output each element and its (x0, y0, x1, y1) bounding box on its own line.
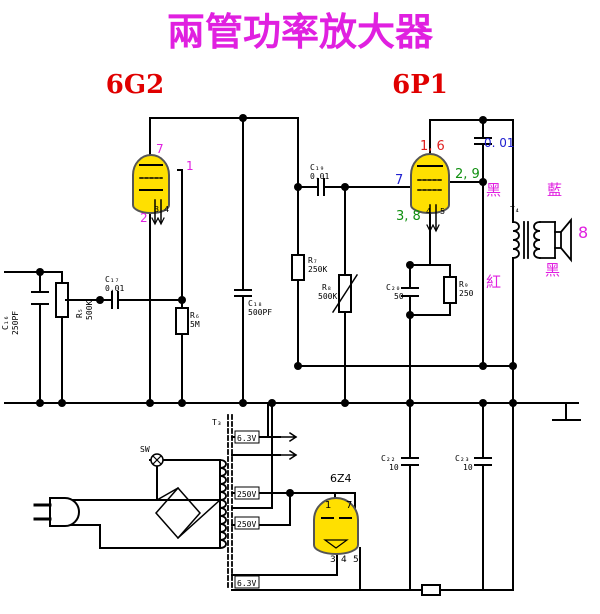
speaker-impedance: 8 (578, 223, 588, 242)
c20-value: 50 (394, 292, 404, 301)
c16-value: 250PF (11, 311, 20, 335)
wire-red: 紅 (486, 273, 501, 291)
pwr-pin-grid: 7 (395, 173, 403, 188)
rect-pin-1: 1 (325, 500, 331, 511)
v63-top-label: 6.3V (237, 434, 256, 443)
output-transformer (512, 217, 572, 263)
v250-a-box (234, 486, 260, 500)
v63-bottom-box (234, 575, 260, 589)
r9-resistor (443, 276, 457, 304)
preamp-tube-label: 6G2 (106, 70, 164, 100)
r9-value: 250 (459, 289, 474, 298)
pwr-pin-screen: 2, 9 (455, 167, 480, 182)
c22-value: 10 (389, 463, 399, 472)
c17-capacitor (111, 291, 119, 309)
wiring (4, 117, 581, 591)
t4-label: T₄ (510, 205, 520, 214)
c18-label: C₁₈ (248, 299, 262, 308)
r6-resistor (175, 307, 189, 335)
power-tube (410, 153, 450, 233)
r7-value: 250K (308, 265, 327, 274)
pre-pin-grid: 1 (186, 159, 194, 173)
r6-value: 5M (190, 320, 200, 329)
pwr-pin-plate: 1, 6 (420, 139, 445, 154)
r7-label: R₇ (308, 256, 318, 265)
rectifier-tube (313, 497, 359, 555)
r7-resistor (291, 254, 305, 281)
power-transformer (219, 414, 233, 591)
c19-value: 0.01 (310, 172, 329, 181)
c20-label: C₂₀ (386, 283, 400, 292)
c22-capacitor (401, 457, 419, 466)
v63-top-box (234, 430, 260, 444)
pwr-pin-heater-a: 4 (426, 207, 431, 216)
v250-b-box (234, 516, 260, 530)
c16-capacitor (31, 291, 49, 305)
c16-label: C₁₆ (1, 316, 10, 330)
v250-b-label: 250V (237, 520, 256, 529)
c18-value: 500PF (248, 308, 272, 317)
heater-arrows (279, 431, 298, 461)
pwr-pin-heater-b: 5 (440, 207, 445, 216)
c22-label: C₂₂ (381, 454, 395, 463)
c19-label: C₁₉ (310, 163, 324, 172)
preamp-tube (132, 154, 170, 226)
r8-adjust-arrow (331, 273, 359, 314)
junction-dots (36, 114, 517, 497)
c19-capacitor (317, 178, 325, 196)
r8-value: 500K (318, 292, 337, 301)
rect-pin-7: 7 (346, 500, 352, 511)
r5-label: R₅ (75, 308, 84, 318)
output-cap-value: 0. 01 (484, 136, 515, 150)
diagram-title: 兩管功率放大器 (167, 9, 434, 54)
mains-plug-icon (33, 497, 80, 527)
rect-pin-5: 5 (353, 555, 359, 565)
output-capacitor (474, 137, 492, 145)
c18-capacitor (234, 289, 252, 297)
c17-label: C₁₇ (105, 275, 119, 284)
power-tube-label: 6P1 (392, 70, 448, 100)
r9-label: R₉ (459, 280, 469, 289)
r6-label: R₆ (190, 311, 200, 320)
primary-wires (155, 486, 222, 540)
c23-label: C₂₃ (455, 454, 469, 463)
c17-value: 0.01 (105, 284, 124, 293)
wire-blue: 藍 (547, 181, 562, 199)
r8-label: R₈ (322, 283, 332, 292)
lamp-cross-icon (152, 455, 162, 465)
c23-value: 10 (463, 463, 473, 472)
filter-resistor (421, 584, 441, 596)
wire-black-top: 黑 (486, 181, 501, 199)
pre-pin-heater-b: 4 (164, 205, 169, 214)
pwr-pin-cathode: 3, 8 (396, 209, 421, 224)
r5-value: 500K (85, 301, 94, 320)
pre-pin-cathode: 2 (140, 211, 148, 225)
v250-a-label: 250V (237, 490, 256, 499)
v63-bottom-label: 6.3V (237, 579, 256, 588)
pre-pin-heater-a: 3 (154, 205, 159, 214)
c23-capacitor (474, 457, 492, 466)
rect-pin-4: 4 (341, 555, 347, 565)
primary-diamond (155, 486, 201, 540)
wire-black-bottom: 黑 (545, 261, 560, 279)
rectifier-tube-label: 6Z4 (330, 472, 352, 485)
switch-label: SW (140, 445, 150, 454)
pre-pin-plate: 7 (156, 142, 164, 156)
t3-label: T₃ (212, 418, 222, 427)
rect-pin-3: 3 (330, 555, 336, 565)
c20-capacitor (401, 287, 419, 297)
